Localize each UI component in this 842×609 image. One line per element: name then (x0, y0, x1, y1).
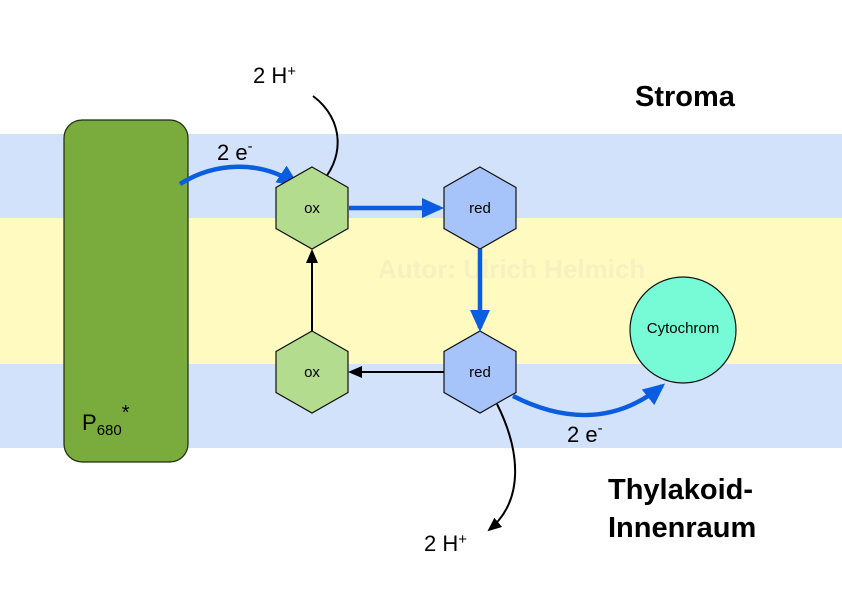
quinone-hexagon (275, 330, 349, 414)
quinone-label: red (469, 200, 491, 217)
quinone-ox-bottom: ox (275, 330, 349, 414)
electrons-in-label: 2 e- (217, 138, 253, 165)
p680-label-star: * (122, 402, 130, 424)
p680-label: P680* (82, 402, 130, 439)
photosystem-p680 (63, 119, 189, 463)
quinone-hexagon (443, 330, 517, 414)
electron-arrow-to-cytochrom (511, 383, 666, 418)
electron-arrow-p680-to-quinone (178, 164, 300, 187)
protons-in-label: 2 H+ (253, 63, 296, 88)
region-label-lumen-line2: Innenraum (608, 512, 756, 544)
p680-label-main: P (82, 410, 97, 435)
cytochrom (629, 276, 737, 384)
quinone-label: ox (304, 364, 320, 381)
quinone-cycle: ox red ox red (275, 166, 517, 414)
quinone-label: red (469, 364, 491, 381)
region-label-stroma: Stroma (635, 81, 736, 113)
quinone-red-bottom: red (443, 330, 517, 414)
cytochrom-label: Cytochrom (647, 320, 720, 337)
region-label-lumen-line1: Thylakoid- (608, 474, 753, 506)
quinone-label: ox (304, 200, 320, 217)
quinone-ox-top: ox (275, 166, 349, 250)
p680-label-sub: 680 (97, 422, 122, 439)
electrons-out-label: 2 e- (567, 420, 603, 447)
protons-out-label: 2 H+ (424, 531, 467, 556)
proton-release-arrow (487, 403, 517, 532)
watermark: Autor: Ulrich Helmich (378, 254, 645, 284)
